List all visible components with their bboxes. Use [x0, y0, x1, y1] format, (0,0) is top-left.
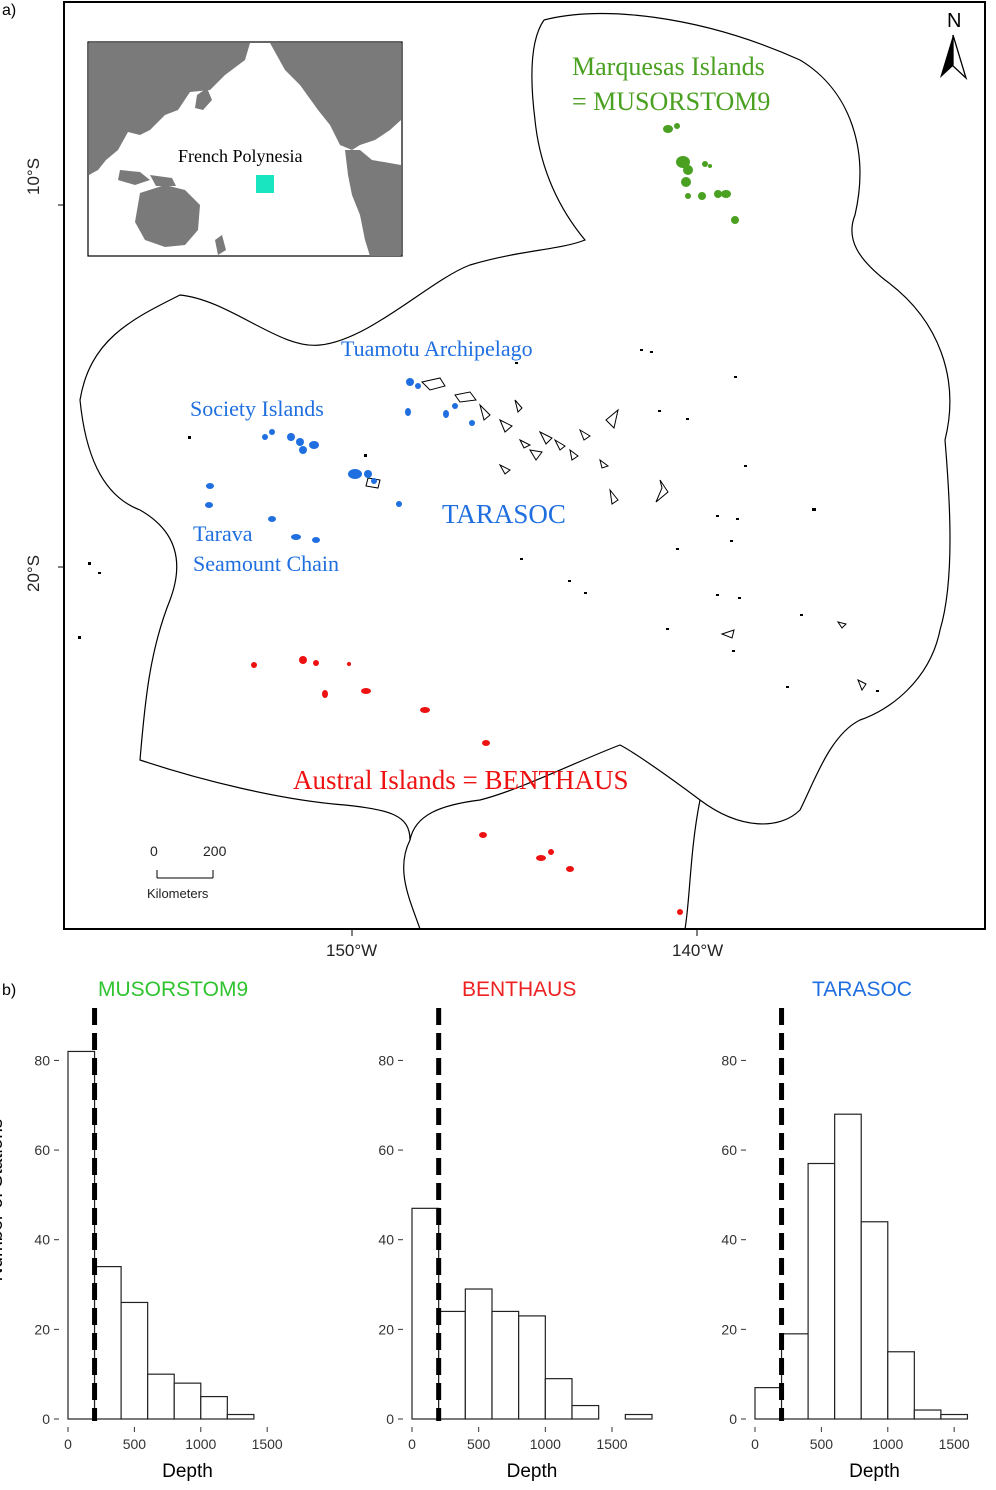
- y-tick-label: 40: [378, 1232, 394, 1248]
- lon-tick-150w: 150°W: [326, 941, 378, 960]
- y-tick-label: 20: [378, 1321, 394, 1337]
- inset-land: [89, 43, 401, 256]
- hist-bar: [173, 1382, 202, 1420]
- hist-bar: [147, 1373, 175, 1420]
- y-tick-label: 80: [378, 1052, 394, 1068]
- hist-bar: [913, 1409, 942, 1420]
- hist-title-musorstom9: MUSORSTOM9: [98, 978, 249, 1001]
- x-tick-label: 1500: [939, 1436, 970, 1452]
- hist-title-benthaus: BENTHAUS: [462, 978, 577, 1001]
- benthaus-stations: [251, 656, 683, 915]
- hist-bar: [464, 1288, 493, 1420]
- hist-bar: [67, 1050, 96, 1420]
- north-label: N: [947, 10, 962, 32]
- label-society: Society Islands: [190, 396, 324, 421]
- x-tick-label: 0: [751, 1436, 759, 1452]
- y-tick-label: 80: [34, 1052, 50, 1068]
- x-tick-label: 1500: [252, 1436, 283, 1452]
- hist-bar: [860, 1221, 889, 1420]
- x-axis-label: Depth: [849, 1461, 900, 1482]
- panel-b-label: b): [2, 982, 17, 999]
- y-tick-label: 0: [386, 1411, 394, 1427]
- x-tick-label: 1000: [872, 1436, 903, 1452]
- y-tick-label: 20: [34, 1321, 50, 1337]
- hist-bar: [754, 1387, 783, 1420]
- scale-bar: [156, 870, 214, 879]
- tarasoc-stations: [205, 378, 475, 543]
- label-seamount-chain: Seamount Chain: [193, 551, 340, 576]
- y-tick-label: 0: [42, 1411, 50, 1427]
- musorstom9-stations: [663, 123, 739, 224]
- hist-bar: [571, 1404, 600, 1420]
- lon-tick-140w: 140°W: [672, 941, 724, 960]
- north-arrow-icon: [940, 34, 968, 81]
- scale-unit: Kilometers: [147, 886, 209, 901]
- y-tick-label: 60: [721, 1142, 737, 1158]
- hist-bar: [411, 1207, 440, 1420]
- hist-bar: [518, 1315, 546, 1420]
- x-tick-label: 500: [467, 1436, 491, 1452]
- inset-french-polynesia-marker: [256, 175, 274, 193]
- y-tick-label: 20: [721, 1321, 737, 1337]
- scale-zero: 0: [150, 843, 158, 859]
- x-axis-label: Depth: [507, 1461, 558, 1482]
- label-marquesas: Marquesas Islands: [572, 52, 765, 81]
- hist-bar: [940, 1413, 969, 1420]
- hist-bar: [544, 1378, 573, 1420]
- y-tick-label: 60: [378, 1142, 394, 1158]
- scale-max: 200: [203, 843, 227, 859]
- y-tick-label: 40: [721, 1232, 737, 1248]
- hist-bar: [780, 1333, 809, 1420]
- hist-bar: [807, 1162, 836, 1420]
- label-musorstom9: = MUSORSTOM9: [572, 87, 771, 116]
- label-tarava: Tarava: [193, 521, 253, 546]
- y-tick-label: 80: [721, 1052, 737, 1068]
- x-tick-label: 0: [64, 1436, 72, 1452]
- map-panel: [58, 1, 986, 936]
- small-islands: [78, 349, 879, 692]
- x-tick-label: 1000: [185, 1436, 216, 1452]
- x-tick-label: 500: [810, 1436, 834, 1452]
- label-tuamotu: Tuamotu Archipelago: [341, 336, 533, 361]
- x-tick-label: 0: [408, 1436, 416, 1452]
- inset-label: French Polynesia: [178, 146, 303, 166]
- hist-bar: [200, 1395, 228, 1420]
- label-austral: Austral Islands = BENTHAUS: [293, 765, 629, 795]
- x-tick-label: 500: [123, 1436, 147, 1452]
- x-tick-label: 1000: [530, 1436, 561, 1452]
- x-axis-label: Depth: [162, 1461, 213, 1482]
- hist-bar: [491, 1310, 520, 1420]
- hist-bar: [624, 1413, 653, 1420]
- y-tick-label: 0: [729, 1411, 737, 1427]
- hist-bar: [834, 1113, 862, 1420]
- hist-bar: [120, 1301, 149, 1420]
- x-tick-label: 1500: [596, 1436, 627, 1452]
- y-tick-label: 60: [34, 1142, 50, 1158]
- panel-a-label: a): [2, 2, 17, 19]
- label-tarasoc: TARASOC: [442, 499, 566, 529]
- y-tick-label: 40: [34, 1232, 50, 1248]
- eez-boundary: [79, 12, 951, 930]
- hist-bar: [887, 1351, 915, 1420]
- hist-bar: [93, 1266, 122, 1420]
- hist-bar: [438, 1310, 466, 1420]
- hist-bar: [226, 1413, 255, 1420]
- hist-title-tarasoc: TARASOC: [812, 978, 912, 1001]
